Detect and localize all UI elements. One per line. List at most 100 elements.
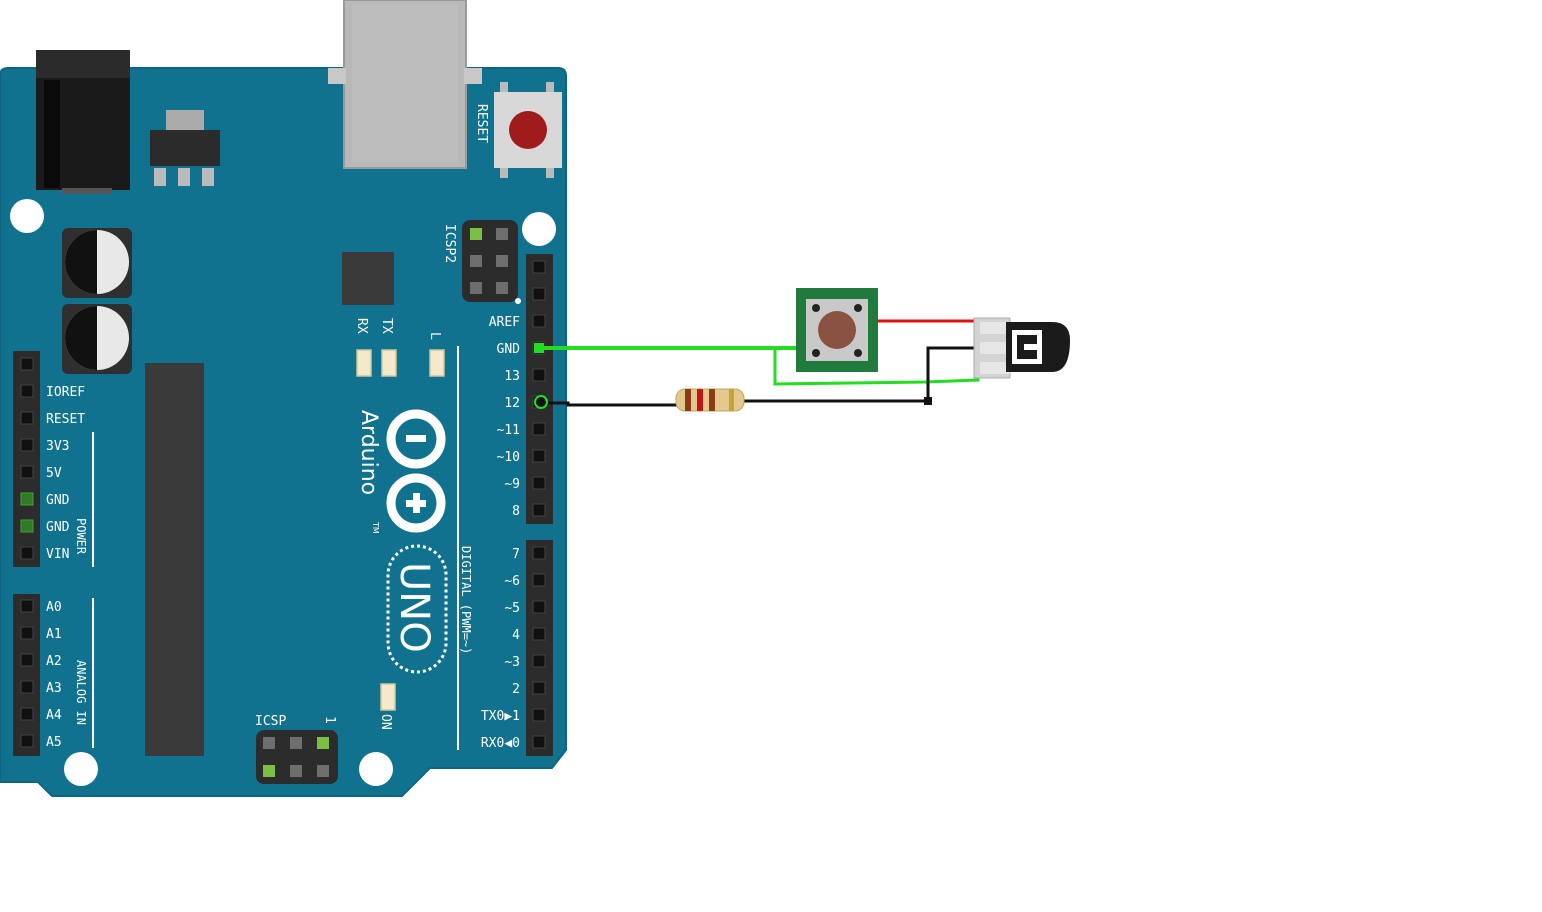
digital-pin[interactable] — [532, 422, 546, 436]
digital-pin[interactable] — [532, 654, 546, 668]
digital-pin-label: ~6 — [504, 574, 520, 589]
analog-pin[interactable] — [20, 599, 34, 613]
mounting-hole — [522, 212, 556, 246]
analog-pin-label: A3 — [46, 681, 62, 696]
digital-pin-label: TX0▶1 — [481, 709, 520, 724]
on-label: ON — [378, 714, 393, 730]
wire-gnd — [534, 343, 980, 386]
power-pin[interactable] — [20, 546, 34, 560]
digital-pin-label: GND — [497, 342, 521, 357]
uno-badge — [386, 544, 448, 674]
rx-label: RX — [354, 318, 369, 334]
mounting-hole — [359, 752, 393, 786]
digital-pin-label: 2 — [512, 682, 520, 697]
capacitor-1 — [62, 228, 132, 298]
wire-signal — [534, 346, 978, 409]
arduino-board — [0, 67, 567, 797]
power-pin[interactable] — [20, 519, 34, 533]
analog-pin-label: A2 — [46, 654, 62, 669]
l-led — [429, 349, 445, 377]
arduino-logo — [386, 409, 446, 533]
digital-pin[interactable] — [532, 627, 546, 641]
digital-pin-label: ~10 — [497, 450, 520, 465]
voltage-regulator — [150, 110, 220, 186]
sensor — [973, 317, 1070, 379]
power-pin[interactable] — [20, 411, 34, 425]
uno-wordmark: UNO — [391, 562, 437, 653]
analog-pin[interactable] — [20, 680, 34, 694]
digital-pin-label: RX0◀0 — [481, 736, 520, 751]
analog-header — [13, 594, 40, 756]
analog-pin-label: A0 — [46, 600, 62, 615]
reset-label: RESET — [474, 104, 489, 143]
analog-pin-label: A5 — [46, 735, 62, 750]
power-pin-label: 3V3 — [46, 439, 69, 454]
power-pin-label: 5V — [46, 466, 62, 481]
icsp2-label: ICSP2 — [442, 224, 457, 263]
resistor — [675, 388, 745, 412]
icsp-pin1-label: 1 — [322, 716, 337, 724]
usb-connector — [328, 0, 482, 169]
digital-pin[interactable] — [532, 260, 546, 274]
analog-pin-label: A4 — [46, 708, 62, 723]
capacitor-2 — [62, 304, 132, 374]
analog-pin[interactable] — [20, 707, 34, 721]
power-pin-label: VIN — [46, 547, 69, 562]
pushbutton[interactable] — [796, 288, 878, 372]
digital-pin-label: ~11 — [497, 423, 520, 438]
l-label: L — [427, 332, 442, 340]
digital-pin[interactable] — [532, 573, 546, 587]
mounting-hole — [10, 199, 44, 233]
trademark-mark: TM — [371, 521, 380, 534]
arduino-wordmark: Arduino — [356, 410, 381, 495]
digital-pin[interactable] — [532, 708, 546, 722]
power-pin-label: IOREF — [46, 385, 85, 400]
digital-pin[interactable] — [532, 287, 546, 301]
digital-pin[interactable] — [532, 546, 546, 560]
microcontroller-chip — [145, 363, 204, 756]
digital-pin[interactable] — [532, 314, 546, 328]
digital-pin-label: 8 — [512, 504, 520, 519]
digital-pin[interactable] — [532, 503, 546, 517]
power-pin-label: GND — [46, 520, 70, 535]
power-pin-label: GND — [46, 493, 70, 508]
digital-header-bottom — [526, 540, 553, 756]
mounting-hole — [64, 752, 98, 786]
analog-group-label: ANALOG IN — [74, 660, 88, 725]
digital-pin[interactable] — [532, 368, 546, 382]
on-led — [380, 683, 396, 711]
icsp2-header — [462, 220, 518, 302]
digital-pin-label: ~9 — [504, 477, 520, 492]
power-pin[interactable] — [20, 438, 34, 452]
digital-pin-label: 13 — [504, 369, 520, 384]
power-pin[interactable] — [20, 465, 34, 479]
reset-button[interactable] — [494, 82, 562, 178]
power-header — [13, 351, 40, 567]
tx-label: TX — [379, 318, 394, 334]
power-pin[interactable] — [20, 384, 34, 398]
analog-pin[interactable] — [20, 734, 34, 748]
digital-pin-label: ~5 — [504, 601, 520, 616]
usb-interface-chip — [342, 252, 394, 305]
digital-group-label: DIGITAL (PWM=~) — [459, 546, 473, 654]
power-jack — [36, 50, 130, 194]
digital-pin[interactable] — [532, 600, 546, 614]
digital-pin[interactable] — [532, 735, 546, 749]
digital-pin-label: 4 — [512, 628, 520, 643]
analog-pin-label: A1 — [46, 627, 62, 642]
analog-pin[interactable] — [20, 653, 34, 667]
tx-led — [381, 349, 397, 377]
power-pin[interactable] — [20, 357, 34, 371]
digital-pin[interactable] — [532, 449, 546, 463]
digital-pin[interactable] — [532, 681, 546, 695]
icsp-header — [256, 730, 338, 784]
digital-pin-label: ~3 — [504, 655, 520, 670]
digital-pin[interactable] — [532, 476, 546, 490]
icsp-label: ICSP — [255, 714, 286, 729]
power-pin[interactable] — [20, 492, 34, 506]
power-group-label: POWER — [74, 518, 88, 555]
analog-pin[interactable] — [20, 626, 34, 640]
rx-led — [356, 349, 372, 377]
